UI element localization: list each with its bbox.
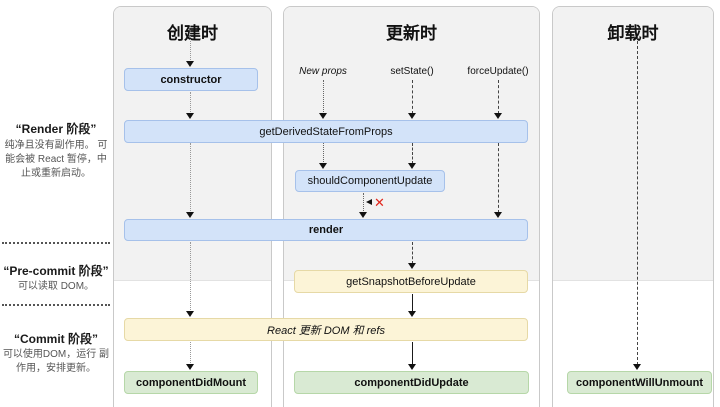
flow-line	[190, 342, 191, 365]
node-componentdidmount[interactable]: componentDidMount	[124, 371, 258, 394]
arrow-down-icon	[186, 364, 194, 370]
column-unmounting: 卸载时	[552, 6, 714, 407]
node-constructor[interactable]: constructor	[124, 68, 258, 91]
arrow-down-icon	[186, 113, 194, 119]
flow-line	[190, 143, 191, 213]
arrow-down-icon	[494, 212, 502, 218]
node-getderivedstatefromprops[interactable]: getDerivedStateFromProps	[124, 120, 528, 143]
node-getsnapshotbeforeupdate[interactable]: getSnapshotBeforeUpdate	[294, 270, 528, 293]
phase-desc-precommit: 可以读取 DOM。	[17, 281, 95, 292]
arrow-down-icon	[408, 163, 416, 169]
flow-line	[637, 36, 638, 365]
flow-line	[498, 143, 499, 213]
flow-line	[190, 242, 191, 312]
arrow-down-icon	[319, 113, 327, 119]
flow-line	[498, 80, 499, 114]
phase-label-commit: “Commit 阶段”	[0, 330, 112, 347]
node-react-updates-dom: React 更新 DOM 和 refs	[124, 318, 528, 341]
arrow-down-icon	[408, 113, 416, 119]
phase-title: “Commit 阶段”	[13, 332, 98, 346]
trigger-forceupdate: forceUpdate()	[467, 66, 529, 77]
phase-desc-commit: 可以使用DOM，运行 副作用，安排更新。	[2, 349, 110, 374]
trigger-new-props: New props	[299, 66, 347, 77]
flow-line	[190, 36, 191, 62]
phase-title: “Pre-commit 阶段”	[3, 264, 109, 278]
phase-desc-render: 纯净且没有副作用。 可能会被 React 暂停，中止或重新启动。	[4, 140, 108, 179]
arrow-down-icon	[633, 364, 641, 370]
trigger-setstate: setState()	[390, 66, 434, 77]
column-title-mounting: 创建时	[167, 24, 218, 43]
flow-line	[363, 193, 364, 213]
node-render[interactable]: render	[124, 219, 528, 241]
flow-line	[412, 342, 413, 365]
flow-line	[323, 80, 324, 114]
render-phase-shade	[553, 7, 713, 281]
node-componentwillunmount[interactable]: componentWillUnmount	[567, 371, 712, 394]
arrow-down-icon	[408, 263, 416, 269]
flow-line	[412, 143, 413, 164]
flow-line	[412, 294, 413, 312]
flow-line	[190, 92, 191, 114]
abort-arrow-icon	[366, 199, 372, 205]
arrow-down-icon	[408, 364, 416, 370]
arrow-down-icon	[186, 311, 194, 317]
flow-line	[412, 242, 413, 264]
phase-title: “Render 阶段”	[15, 122, 97, 136]
column-title-unmounting: 卸载时	[607, 24, 659, 43]
phase-divider	[2, 304, 110, 306]
abort-x-icon: ✕	[374, 195, 385, 210]
node-componentdidupdate[interactable]: componentDidUpdate	[294, 371, 529, 394]
arrow-down-icon	[359, 212, 367, 218]
flow-line	[412, 80, 413, 114]
node-shouldcomponentupdate[interactable]: shouldComponentUpdate	[295, 170, 445, 192]
flow-line	[323, 143, 324, 164]
arrow-down-icon	[186, 61, 194, 67]
phase-label-precommit: “Pre-commit 阶段”	[0, 262, 112, 279]
phase-label-render: “Render 阶段”	[0, 120, 112, 137]
arrow-down-icon	[494, 113, 502, 119]
column-title-updating: 更新时	[386, 24, 437, 43]
arrow-down-icon	[408, 311, 416, 317]
arrow-down-icon	[186, 212, 194, 218]
phase-divider	[2, 242, 110, 244]
arrow-down-icon	[319, 163, 327, 169]
